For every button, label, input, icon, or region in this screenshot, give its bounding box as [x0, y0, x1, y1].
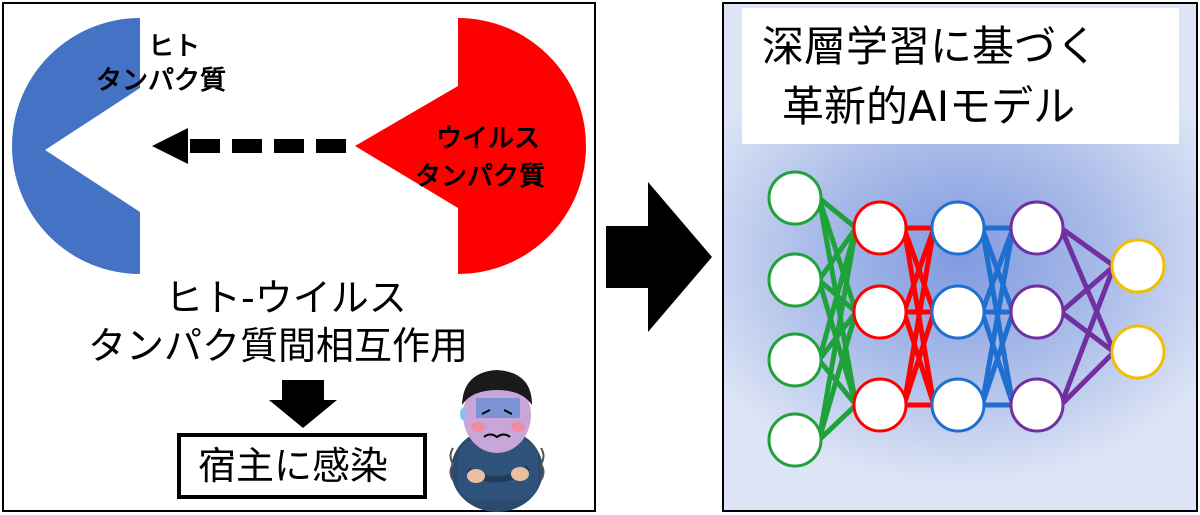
human-protein-label-line2: タンパク質 — [96, 66, 227, 96]
nn-edge — [979, 227, 1016, 406]
human-protein-label-line1: ヒト — [148, 32, 201, 62]
nn-edge — [901, 311, 937, 406]
nn-node — [852, 284, 908, 340]
nn-edge — [1059, 264, 1116, 314]
interaction-label-line1: ヒト-ウイルス — [165, 276, 407, 320]
model-title-line1: 深層学習に基づく — [762, 22, 1099, 71]
nn-edge — [817, 403, 858, 442]
model-title-line2: 革新的AIモデル — [782, 82, 1076, 131]
nn-node — [1009, 284, 1065, 340]
nn-edge — [816, 226, 859, 282]
sick-person-illustration — [449, 370, 545, 512]
nn-node — [852, 200, 908, 256]
infection-label: 宿主に感染 — [198, 444, 389, 488]
dash-4 — [316, 139, 346, 153]
virus-protein-half — [458, 18, 586, 274]
nn-node — [1110, 238, 1166, 294]
nn-nodes — [767, 170, 1166, 468]
nn-edges — [816, 196, 1117, 442]
nn-node — [1110, 324, 1166, 380]
dash-3 — [274, 139, 304, 153]
nn-node — [852, 377, 908, 433]
human-protein-shape — [12, 18, 140, 274]
nn-edge — [817, 196, 858, 230]
big-right-arrow — [606, 182, 712, 332]
dash-1 — [190, 139, 220, 153]
dashed-arrow-head — [152, 128, 188, 164]
nn-edge — [901, 227, 937, 313]
nn-edge — [816, 227, 859, 441]
nn-edge — [1059, 350, 1116, 407]
virus-protein-label-line1: ウイルス — [436, 124, 541, 154]
nn-edge — [1059, 225, 1116, 269]
virus-protein-label-line2: タンパク質 — [415, 162, 546, 192]
nn-edge — [979, 311, 1016, 406]
nn-node — [767, 252, 823, 308]
nn-edge — [901, 227, 937, 406]
nn-node — [930, 284, 986, 340]
nn-edge — [1058, 265, 1117, 406]
nn-edge — [979, 227, 1016, 313]
nn-edge — [816, 311, 859, 441]
nn-node — [767, 412, 823, 468]
infection-box — [177, 433, 427, 499]
nn-node — [1009, 377, 1065, 433]
nn-node — [767, 332, 823, 388]
virus-protein-wedge — [355, 86, 458, 208]
nn-node — [930, 200, 986, 256]
nn-node — [767, 170, 823, 226]
down-arrow — [269, 380, 337, 428]
nn-node — [930, 377, 986, 433]
title-box — [742, 8, 1179, 144]
interaction-label-line2: タンパク質間相互作用 — [88, 324, 469, 368]
nn-node — [1009, 200, 1065, 256]
dash-2 — [232, 139, 262, 153]
